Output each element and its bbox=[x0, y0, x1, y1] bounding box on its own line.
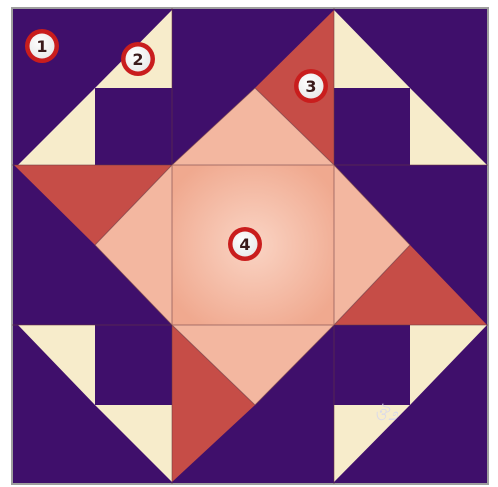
piece-2-badge: 2 bbox=[121, 42, 155, 76]
piece-4-badge: 4 bbox=[228, 227, 262, 261]
piece-3-label: 3 bbox=[305, 77, 316, 96]
piece-4-label: 4 bbox=[239, 235, 250, 254]
piece-1-badge: 1 bbox=[25, 29, 59, 63]
piece-2-label: 2 bbox=[132, 50, 143, 69]
designer-signature: ঔ೨ bbox=[374, 403, 399, 425]
piece-1-label: 1 bbox=[36, 37, 47, 56]
piece-3-badge: 3 bbox=[294, 69, 328, 103]
